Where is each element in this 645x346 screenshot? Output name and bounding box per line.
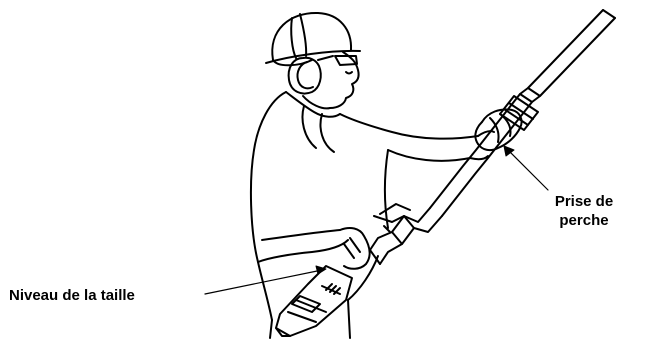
pole-grip-label-line1: Prise de — [548, 192, 620, 211]
waist-level-label: Niveau de la taille — [9, 286, 135, 305]
pole-grip-label: Prise de perche — [548, 192, 620, 230]
pole-grip-leader-line — [506, 148, 548, 190]
hard-hat — [266, 13, 360, 65]
tool-handle — [370, 204, 442, 264]
waist-leader-line — [205, 270, 322, 294]
lower-arm — [258, 228, 370, 269]
pole-grip-label-line2: perche — [548, 211, 620, 230]
